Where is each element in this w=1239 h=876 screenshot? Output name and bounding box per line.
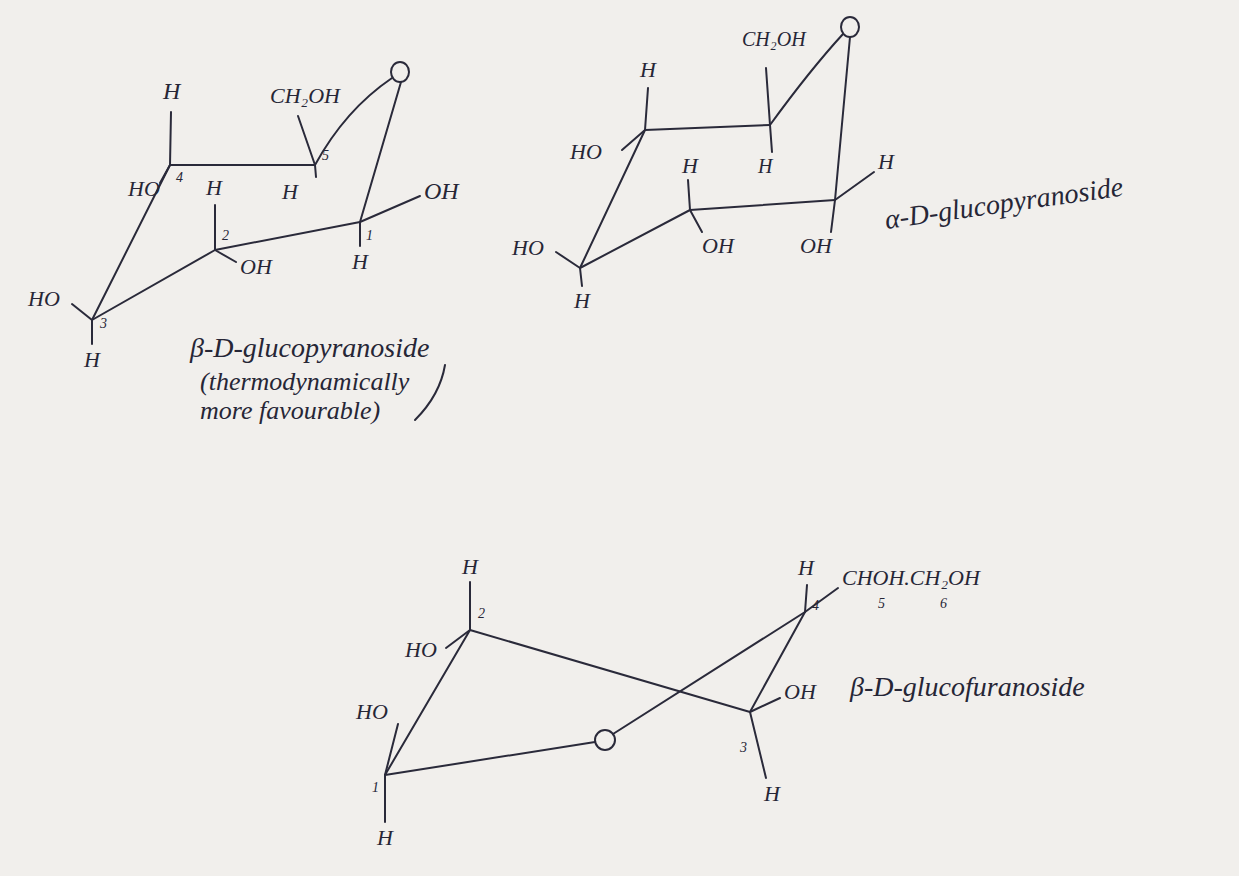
carbon-number: 1: [372, 780, 379, 795]
carbon-number: 2: [478, 606, 485, 621]
atom-label: H: [377, 826, 393, 850]
atom-label: H: [764, 782, 780, 806]
group-label: HO: [28, 287, 60, 311]
atom-label: H: [758, 155, 772, 177]
structure-name: β-D-glucofuranoside: [850, 672, 1085, 703]
carbon-number: 1: [366, 228, 373, 243]
atom-label: H: [352, 250, 368, 274]
atom-label: H: [640, 58, 656, 82]
structure-name: α-D-glucopyranoside: [883, 172, 1125, 236]
atom-label: H: [163, 78, 180, 104]
group-label: OH: [424, 178, 459, 204]
carbon-number: 4: [812, 598, 819, 613]
atom-label: H: [206, 176, 222, 200]
alpha-pyranose-ring: [556, 17, 874, 286]
group-label: HO: [512, 236, 544, 260]
group-label: HO: [128, 177, 160, 201]
group-label: OH: [702, 234, 734, 258]
carbon-number: 5: [878, 596, 885, 611]
atom-label: H: [574, 289, 590, 313]
group-label: OH: [784, 680, 816, 704]
atom-label: H: [798, 556, 814, 580]
group-label: OH: [240, 255, 272, 279]
atom-label: H: [682, 154, 698, 178]
group-label: HO: [405, 638, 437, 662]
group-label: CHOH.CH₂OH: [842, 566, 980, 590]
structure-note: (thermodynamically more favourable): [200, 368, 440, 425]
atom-label: H: [462, 555, 478, 579]
carbon-number: 2: [222, 228, 229, 243]
group-label: OH: [800, 234, 832, 258]
atom-label: H: [84, 348, 100, 372]
beta-furanose-ring: [385, 582, 838, 822]
carbon-number: 4: [176, 170, 183, 185]
structure-name: β-D-glucopyranoside: [190, 333, 429, 364]
beta-pyranose-ring: [72, 62, 420, 344]
bracket-stroke: [415, 365, 445, 420]
carbon-number: 3: [100, 316, 107, 331]
atom-label: H: [282, 180, 298, 204]
carbon-number: 5: [322, 148, 329, 163]
atom-label: H: [878, 150, 894, 174]
carbon-number: 3: [740, 740, 747, 755]
group-label: CH₂OH: [742, 28, 806, 50]
group-label: CH₂OH: [270, 84, 340, 108]
group-label: HO: [356, 700, 388, 724]
group-label: HO: [570, 140, 602, 164]
carbon-number: 6: [940, 596, 947, 611]
